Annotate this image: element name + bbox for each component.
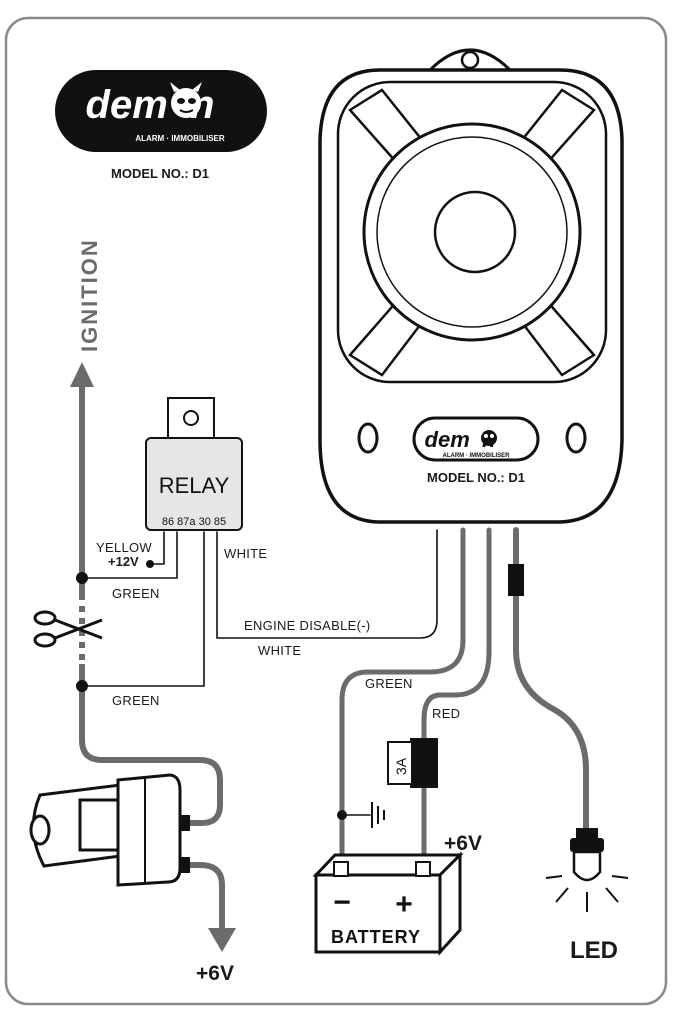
green-label-b: GREEN bbox=[112, 693, 160, 708]
key-feed-wire bbox=[183, 862, 225, 933]
plus6v-battery-label: +6V bbox=[444, 832, 482, 855]
battery-negative-terminal-icon bbox=[333, 861, 349, 877]
relay-green-wire-b bbox=[81, 531, 205, 687]
plus12v-label: +12V bbox=[108, 554, 139, 569]
white-label-top: WHITE bbox=[224, 546, 267, 561]
white-label-b: WHITE bbox=[258, 643, 301, 658]
fuse-label: 3A bbox=[393, 757, 409, 775]
junction-dot-upper bbox=[76, 572, 88, 584]
yellow-wire-dot bbox=[146, 560, 154, 568]
led-label: LED bbox=[570, 937, 618, 964]
battery-label: BATTERY bbox=[331, 927, 421, 947]
junction-dot-lower bbox=[76, 680, 88, 692]
led-bulb-icon bbox=[572, 850, 602, 882]
white-wire bbox=[216, 529, 438, 639]
battery-plus-label: + bbox=[395, 888, 413, 921]
siren-mount-hole-icon bbox=[460, 50, 480, 70]
siren-unit: dem n ALARM · IMMOBILISER MODEL NO.: D1 bbox=[318, 48, 624, 524]
green-label-c: GREEN bbox=[365, 676, 413, 691]
siren-devil-mascot-icon bbox=[481, 430, 497, 446]
siren-badge-tagline: ALARM · IMMOBILISER bbox=[443, 453, 511, 459]
switch-terminal-top bbox=[180, 815, 190, 831]
yellow-wire bbox=[149, 531, 165, 565]
relay-mount-hole-icon bbox=[183, 410, 199, 426]
relay-label: RELAY bbox=[159, 473, 230, 498]
ignition-label: IGNITION bbox=[77, 238, 102, 352]
ground-dot bbox=[337, 810, 347, 820]
green-label-a: GREEN bbox=[112, 586, 160, 601]
yellow-label: YELLOW bbox=[96, 540, 152, 555]
key-feed-arrow-icon bbox=[208, 928, 236, 952]
model-number-siren: MODEL NO.: D1 bbox=[427, 470, 525, 485]
ground-icon bbox=[371, 802, 385, 828]
relay-green-wire-a bbox=[81, 531, 178, 579]
switch-terminal-bottom bbox=[180, 857, 190, 873]
ignition-wire bbox=[79, 382, 223, 826]
fuse-component: 3A bbox=[387, 738, 438, 788]
plus6v-key-label: +6V bbox=[196, 962, 234, 985]
siren-red-wire bbox=[421, 527, 492, 743]
led-connector bbox=[508, 564, 524, 596]
siren-led-wire-lower bbox=[513, 592, 589, 833]
speaker-center-icon bbox=[433, 190, 517, 274]
brand-logo: dem n ALARM · IMMOBILISER bbox=[55, 70, 267, 152]
ignition-arrow-icon bbox=[70, 362, 94, 387]
battery-component: − + BATTERY bbox=[312, 851, 464, 956]
key-hole-icon bbox=[29, 814, 51, 846]
relay-pin-labels: 86 87a 30 85 bbox=[162, 516, 226, 528]
red-label: RED bbox=[432, 706, 460, 721]
siren-green-wire bbox=[339, 527, 466, 883]
led-light-rays-icon bbox=[545, 875, 629, 912]
model-number-top: MODEL NO.: D1 bbox=[111, 166, 209, 181]
engine-disable-label: ENGINE DISABLE(-) bbox=[244, 618, 370, 633]
led-component bbox=[545, 828, 629, 912]
battery-positive-terminal-icon bbox=[415, 861, 431, 877]
wires bbox=[79, 382, 589, 933]
battery-minus-label: − bbox=[333, 886, 351, 919]
brand-logo-tagline: ALARM · IMMOBILISER bbox=[135, 134, 225, 143]
scissors-icon bbox=[33, 610, 103, 648]
ignition-switch bbox=[29, 773, 190, 887]
devil-mascot-icon bbox=[170, 82, 202, 118]
relay-component: RELAY 86 87a 30 85 bbox=[145, 397, 243, 531]
